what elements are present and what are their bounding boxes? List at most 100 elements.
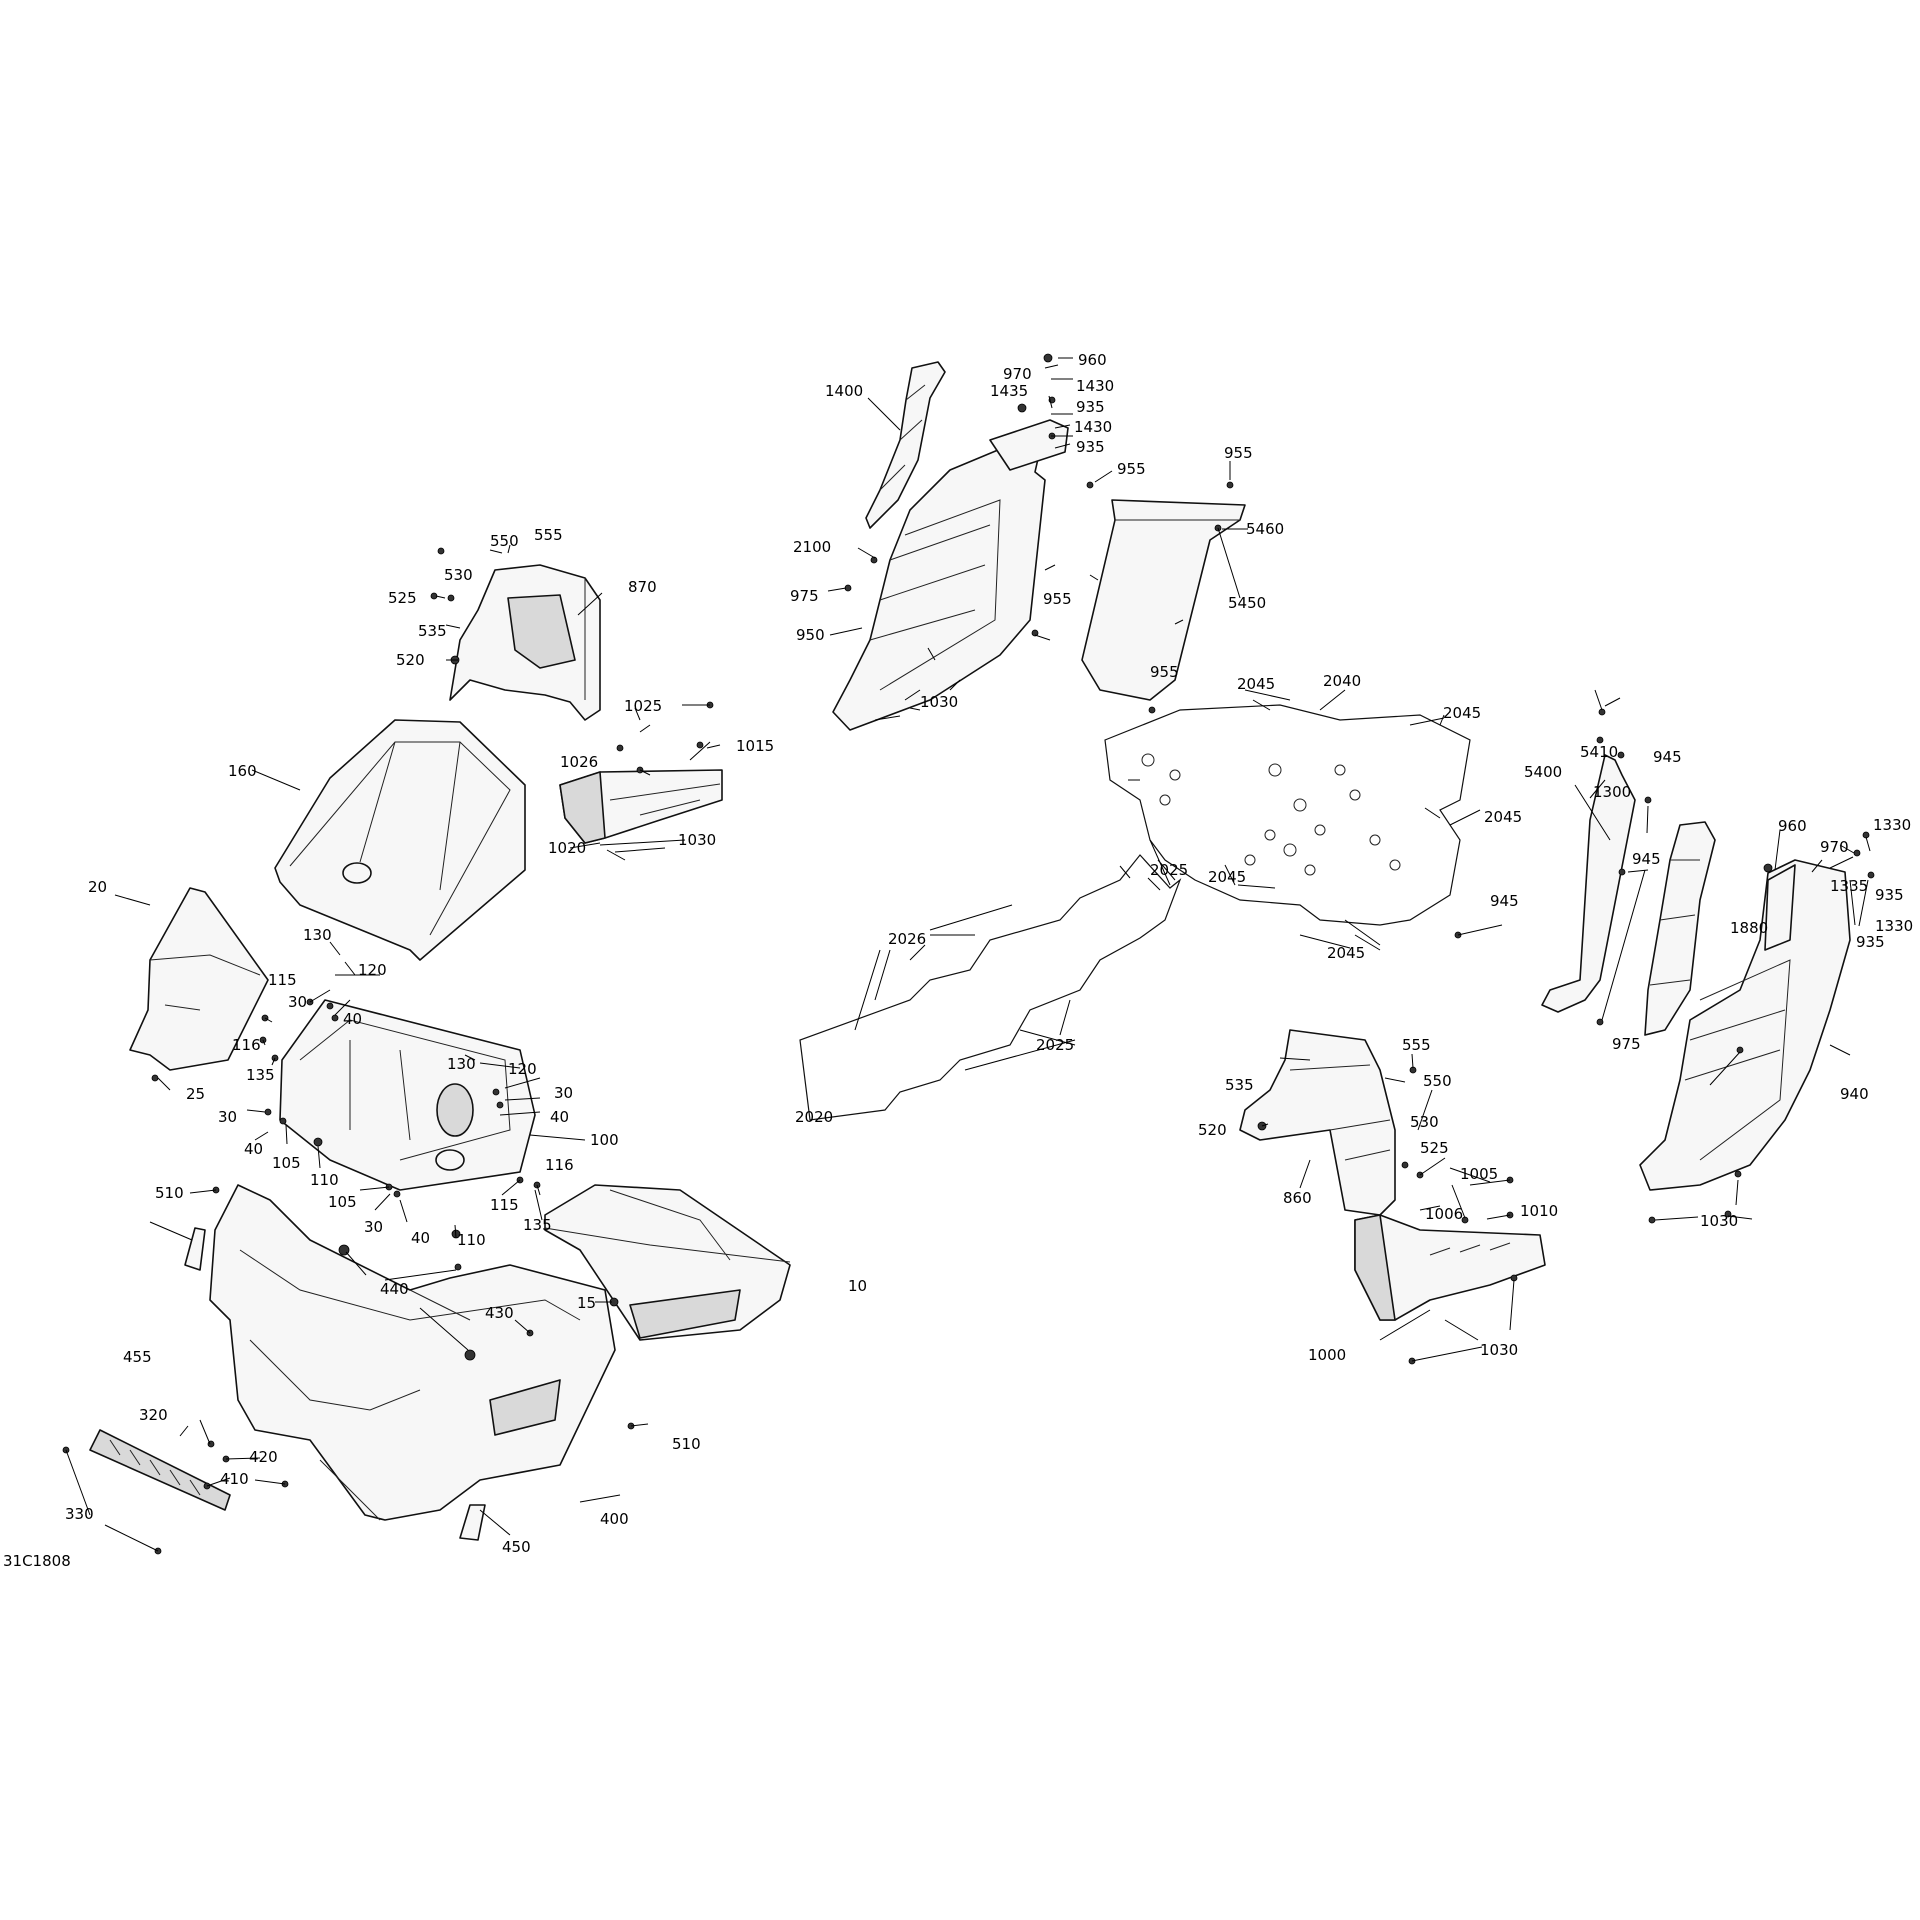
callout-15: 15 bbox=[577, 1294, 596, 1312]
callout-30: 30 bbox=[554, 1084, 573, 1102]
callout-120: 120 bbox=[358, 961, 387, 979]
callout-955: 955 bbox=[1150, 663, 1179, 681]
callout-525: 525 bbox=[1420, 1139, 1449, 1157]
callout-525: 525 bbox=[388, 589, 417, 607]
callout-1880: 1880 bbox=[1730, 919, 1768, 937]
callout-430: 430 bbox=[485, 1304, 514, 1322]
callout-2045: 2045 bbox=[1208, 868, 1246, 886]
callout-30: 30 bbox=[218, 1108, 237, 1126]
callout-130: 130 bbox=[447, 1055, 476, 1073]
callout-950: 950 bbox=[796, 626, 825, 644]
callout-110: 110 bbox=[457, 1231, 486, 1249]
callout-2045: 2045 bbox=[1443, 704, 1481, 722]
callout-970: 970 bbox=[1820, 838, 1849, 856]
part-940-side-panel bbox=[1639, 859, 1851, 1191]
part-5450-heat-shield bbox=[1081, 499, 1246, 701]
callout-450: 450 bbox=[502, 1538, 531, 1556]
callout-555: 555 bbox=[534, 526, 563, 544]
callout-135: 135 bbox=[523, 1216, 552, 1234]
callout-2020: 2020 bbox=[795, 1108, 833, 1126]
part-1020-footrest bbox=[559, 769, 723, 844]
callout-945: 945 bbox=[1653, 748, 1682, 766]
part-100-front-tray bbox=[279, 999, 536, 1191]
callout-5450: 5450 bbox=[1228, 594, 1266, 612]
callout-975: 975 bbox=[1612, 1035, 1641, 1053]
callout-115: 115 bbox=[268, 971, 297, 989]
callout-1006: 1006 bbox=[1425, 1205, 1463, 1223]
callout-100: 100 bbox=[590, 1131, 619, 1149]
callout-330: 330 bbox=[65, 1505, 94, 1523]
part-860-inner-fender bbox=[1239, 1029, 1396, 1216]
callout-1330: 1330 bbox=[1873, 816, 1911, 834]
callout-1030: 1030 bbox=[920, 693, 958, 711]
callout-40: 40 bbox=[411, 1229, 430, 1247]
callout-1300: 1300 bbox=[1593, 783, 1631, 801]
callout-440: 440 bbox=[380, 1280, 409, 1298]
callout-935: 935 bbox=[1875, 886, 1904, 904]
part-2020-skid-plate bbox=[799, 854, 1182, 1121]
callout-860: 860 bbox=[1283, 1189, 1312, 1207]
callout-1015: 1015 bbox=[736, 737, 774, 755]
part-455-reflector bbox=[184, 1227, 206, 1271]
callout-1435: 1435 bbox=[990, 382, 1028, 400]
callout-2040: 2040 bbox=[1323, 672, 1361, 690]
callout-955: 955 bbox=[1224, 444, 1253, 462]
callout-520: 520 bbox=[396, 651, 425, 669]
callout-10: 10 bbox=[848, 1277, 867, 1295]
callout-1020: 1020 bbox=[548, 839, 586, 857]
callout-320: 320 bbox=[139, 1406, 168, 1424]
part-1000-footrest bbox=[1354, 1214, 1546, 1321]
callout-550: 550 bbox=[1423, 1072, 1452, 1090]
callout-970: 970 bbox=[1003, 365, 1032, 383]
part-5400-heat-shield bbox=[1541, 754, 1636, 1013]
callout-110: 110 bbox=[310, 1171, 339, 1189]
callout-2100: 2100 bbox=[793, 538, 831, 556]
callout-1030: 1030 bbox=[678, 831, 716, 849]
callout-420: 420 bbox=[249, 1448, 278, 1466]
callout-550: 550 bbox=[490, 532, 519, 550]
callout-1010: 1010 bbox=[1520, 1202, 1558, 1220]
callout-520: 520 bbox=[1198, 1121, 1227, 1139]
callout-510: 510 bbox=[672, 1435, 701, 1453]
callout-1430: 1430 bbox=[1074, 418, 1112, 436]
callout-5410: 5410 bbox=[1580, 743, 1618, 761]
part-450-reflector bbox=[459, 1504, 486, 1541]
callout-555: 555 bbox=[1402, 1036, 1431, 1054]
callout-535: 535 bbox=[418, 622, 447, 640]
hardware-fasteners bbox=[62, 353, 1875, 1555]
diagram-code: 31C1808 bbox=[3, 1552, 71, 1570]
callout-410: 410 bbox=[220, 1470, 249, 1488]
part-400-front-fascia bbox=[209, 1184, 616, 1521]
callout-40: 40 bbox=[343, 1010, 362, 1028]
part-160-hood bbox=[274, 719, 526, 961]
callout-510: 510 bbox=[155, 1184, 184, 1202]
callout-135: 135 bbox=[246, 1066, 275, 1084]
part-870-inner-fender bbox=[449, 564, 601, 721]
part-320-grille bbox=[89, 1429, 231, 1511]
callout-1335: 1335 bbox=[1830, 877, 1868, 895]
callout-1400: 1400 bbox=[825, 382, 863, 400]
callout-2045: 2045 bbox=[1484, 808, 1522, 826]
part-950-side-panel bbox=[832, 419, 1069, 731]
callout-labels: 960 970 1430 1435 935 1430 935 955 955 5… bbox=[3, 351, 1913, 1570]
callout-40: 40 bbox=[550, 1108, 569, 1126]
callout-116: 116 bbox=[545, 1156, 574, 1174]
callout-400: 400 bbox=[600, 1510, 629, 1528]
callout-2025: 2025 bbox=[1150, 861, 1188, 879]
callout-870: 870 bbox=[628, 578, 657, 596]
callout-945: 945 bbox=[1490, 892, 1519, 910]
callout-940: 940 bbox=[1840, 1085, 1869, 1103]
callout-945: 945 bbox=[1632, 850, 1661, 868]
callout-530: 530 bbox=[1410, 1113, 1439, 1131]
part-2040-main-skid-plate bbox=[1104, 704, 1471, 926]
part-1300-side-panel bbox=[1644, 821, 1716, 1036]
callout-40: 40 bbox=[244, 1140, 263, 1158]
callout-5460: 5460 bbox=[1246, 520, 1284, 538]
callout-2045: 2045 bbox=[1237, 675, 1275, 693]
callout-1330: 1330 bbox=[1875, 917, 1913, 935]
callout-1025: 1025 bbox=[624, 697, 662, 715]
callout-105: 105 bbox=[272, 1154, 301, 1172]
callout-105: 105 bbox=[328, 1193, 357, 1211]
callout-1026: 1026 bbox=[560, 753, 598, 771]
callout-975: 975 bbox=[790, 587, 819, 605]
